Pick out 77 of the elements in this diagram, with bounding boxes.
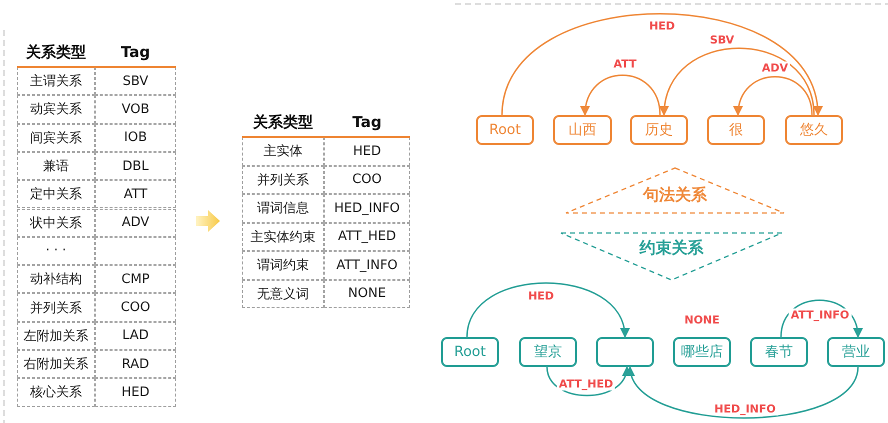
- edge-label: ATT_INFO: [788, 308, 852, 322]
- table-cell: 定中关系: [17, 180, 95, 208]
- column-header: Tag: [351, 112, 383, 133]
- word-text: 历史: [645, 121, 673, 139]
- word-text: Root: [489, 122, 521, 138]
- triangle-banner: [565, 167, 785, 214]
- arrow: [546, 366, 630, 396]
- word-text: Root: [454, 344, 486, 360]
- word-text: 很: [729, 121, 743, 139]
- relation-heading: 约束关系: [640, 238, 704, 259]
- table-cell: ATT: [95, 180, 176, 208]
- word-box: [785, 115, 843, 145]
- column-header: 关系类型: [24, 42, 87, 62]
- edge-label: HED: [526, 290, 556, 302]
- table-cell: 核心关系: [17, 378, 95, 407]
- word-box: [827, 337, 885, 367]
- edge-label: ADV: [760, 62, 790, 74]
- arrow: [780, 300, 862, 338]
- arrow: [734, 76, 813, 116]
- relation-heading: 句法关系: [643, 185, 707, 206]
- table-cell: VOB: [95, 95, 176, 124]
- table-cell: ADV: [95, 208, 176, 237]
- table-cell: 动宾关系: [17, 95, 95, 124]
- table-cell: 动补结构: [17, 265, 95, 294]
- table-cell: 间宾关系: [17, 124, 95, 152]
- word-box: [707, 115, 765, 145]
- word-text: 望京: [534, 343, 562, 361]
- table-cell: CMP: [95, 265, 176, 294]
- word-text: 山西: [568, 121, 596, 139]
- word-box: [596, 337, 654, 367]
- word-box: [441, 337, 499, 367]
- arrow: [501, 13, 822, 116]
- table-cell: 状中关系: [17, 208, 95, 237]
- table-cell: HED_INFO: [324, 194, 410, 222]
- word-box: [673, 337, 731, 367]
- table-cell: 主实体约束: [242, 222, 324, 251]
- table-cell: IOB: [95, 124, 176, 152]
- word-box: [750, 337, 808, 367]
- arrow: [660, 48, 815, 116]
- word-box: [630, 115, 688, 145]
- table-cell: 兼语: [17, 152, 95, 180]
- arrow: [466, 282, 628, 338]
- table-cell: COO: [95, 293, 176, 322]
- triangle-banner: [560, 232, 783, 281]
- edge-label: HED_INFO: [712, 402, 778, 416]
- table-cell: COO: [324, 166, 410, 194]
- table-cell: · · ·: [17, 236, 95, 266]
- table-cell: 左附加关系: [17, 322, 95, 350]
- table-cell: 并列关系: [17, 293, 95, 322]
- table-cell: 谓词约束: [242, 251, 324, 280]
- word-text: 哪些店: [681, 343, 723, 361]
- arrow: [581, 74, 661, 116]
- word-box: [476, 115, 534, 145]
- table-cell: ATT_INFO: [324, 251, 410, 280]
- table-cell: 右附加关系: [17, 350, 95, 378]
- word-box: [553, 115, 612, 145]
- arrow: [628, 366, 859, 419]
- column-header: 关系类型: [252, 112, 314, 132]
- table-cell: 并列关系: [242, 166, 324, 194]
- table-cell: DBL: [95, 152, 176, 180]
- relation-tag: NONE: [682, 314, 722, 326]
- table-cell: NONE: [324, 280, 410, 308]
- word-text: 春节: [765, 343, 793, 361]
- word-text: 营业: [842, 343, 870, 361]
- edge-label: HED: [647, 20, 677, 32]
- table-cell: HED: [95, 378, 176, 407]
- table-cell: LAD: [95, 322, 176, 350]
- word-text: 悠久: [800, 121, 828, 139]
- table-cell: 无意义词: [242, 280, 324, 308]
- edge-label: ATT_HED: [556, 378, 616, 390]
- word-box: [519, 337, 577, 367]
- edge-label: SBV: [708, 34, 736, 46]
- edge-label: ATT: [612, 58, 638, 70]
- table-cell: ATT_HED: [324, 222, 410, 251]
- table-cell: RAD: [95, 350, 176, 378]
- column-header: Tag: [120, 42, 152, 63]
- table-cell: 谓词信息: [242, 194, 324, 222]
